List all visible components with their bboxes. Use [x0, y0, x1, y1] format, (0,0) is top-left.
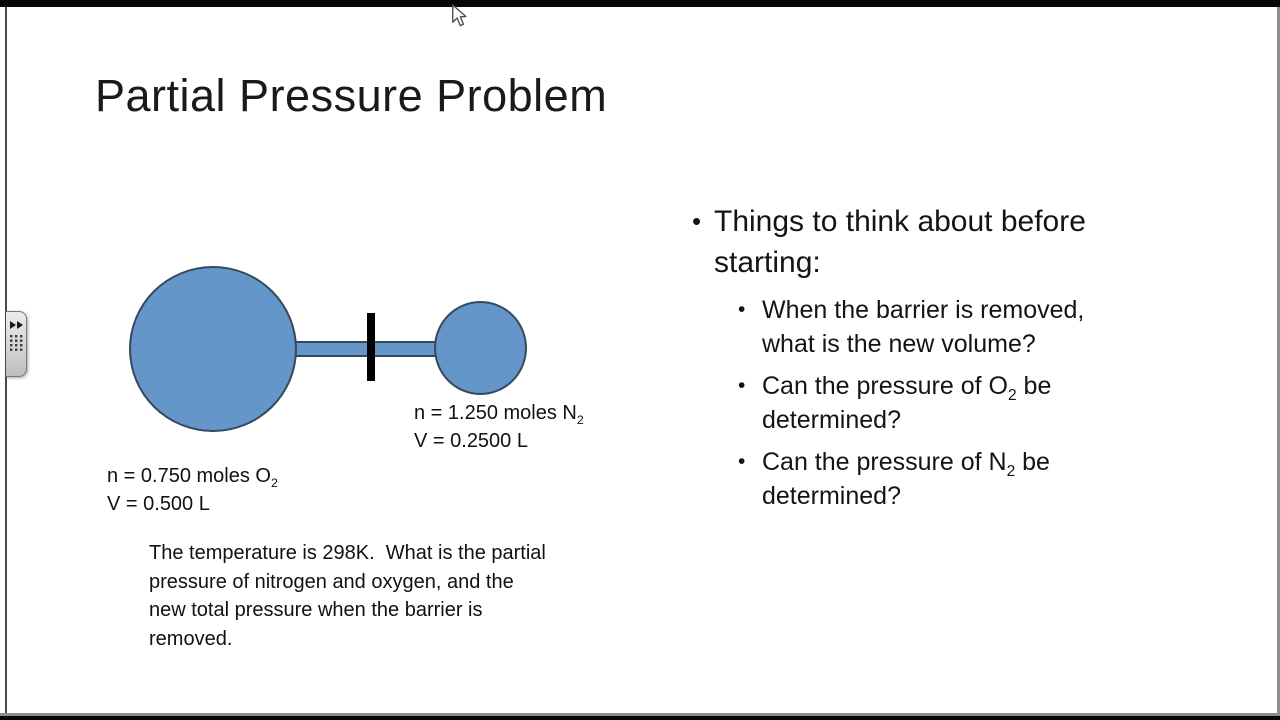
bullet-icon: • — [738, 374, 746, 397]
left-flask-volume: V = 0.500 L — [107, 493, 210, 515]
subscript: 2 — [1006, 463, 1016, 480]
connecting-tube-shape — [294, 341, 438, 357]
heading-bullet-item: • Things to think about before starting: — [692, 201, 1162, 283]
large-flask-circle — [129, 266, 297, 432]
subscript: 2 — [1007, 387, 1017, 404]
bullet-icon: • — [738, 450, 746, 473]
bullet-icon: • — [738, 298, 746, 321]
subscript: 2 — [576, 413, 584, 427]
sub-bullet-text: When the barrier is removed, what is the… — [762, 296, 1085, 358]
left-flask-moles: n = 0.750 moles O2 — [107, 465, 278, 490]
list-item: • Can the pressure of N2 be determined? — [738, 445, 1162, 513]
sub-bullet-text: Can the pressure of N2 be determined? — [762, 448, 1050, 510]
barrier-line — [367, 313, 375, 381]
letterbox-top — [0, 0, 1280, 7]
bullet-panel: • Things to think about before starting:… — [692, 201, 1162, 521]
dot-grid-icon — [9, 335, 23, 352]
list-item: • When the barrier is removed, what is t… — [738, 293, 1162, 361]
right-flask-moles: n = 1.250 moles N2 — [414, 402, 584, 427]
right-flask-label: n = 1.250 moles N2 V = 0.2500 L — [414, 399, 584, 455]
list-item: • Can the pressure of O2 be determined? — [738, 369, 1162, 437]
screen-border-bottom — [0, 713, 1280, 716]
side-toolbar-tab[interactable] — [6, 311, 27, 377]
left-flask-label: n = 0.750 moles O2 V = 0.500 L — [107, 462, 278, 518]
screen-border-right — [1277, 7, 1280, 714]
right-flask-volume: V = 0.2500 L — [414, 430, 528, 452]
subscript: 2 — [270, 476, 278, 490]
double-right-arrows-icon — [9, 321, 23, 329]
bullet-icon: • — [692, 206, 702, 236]
small-flask-circle — [434, 301, 527, 395]
mouse-cursor-icon — [452, 4, 467, 33]
sub-bullet-list: • When the barrier is removed, what is t… — [738, 293, 1162, 513]
question-text: The temperature is 298K. What is the par… — [149, 542, 546, 650]
slide-title: Partial Pressure Problem — [95, 70, 608, 121]
heading-text: Things to think about before starting: — [714, 205, 1086, 279]
letterbox-bottom — [0, 716, 1280, 720]
sub-bullet-text: Can the pressure of O2 be determined? — [762, 372, 1052, 434]
